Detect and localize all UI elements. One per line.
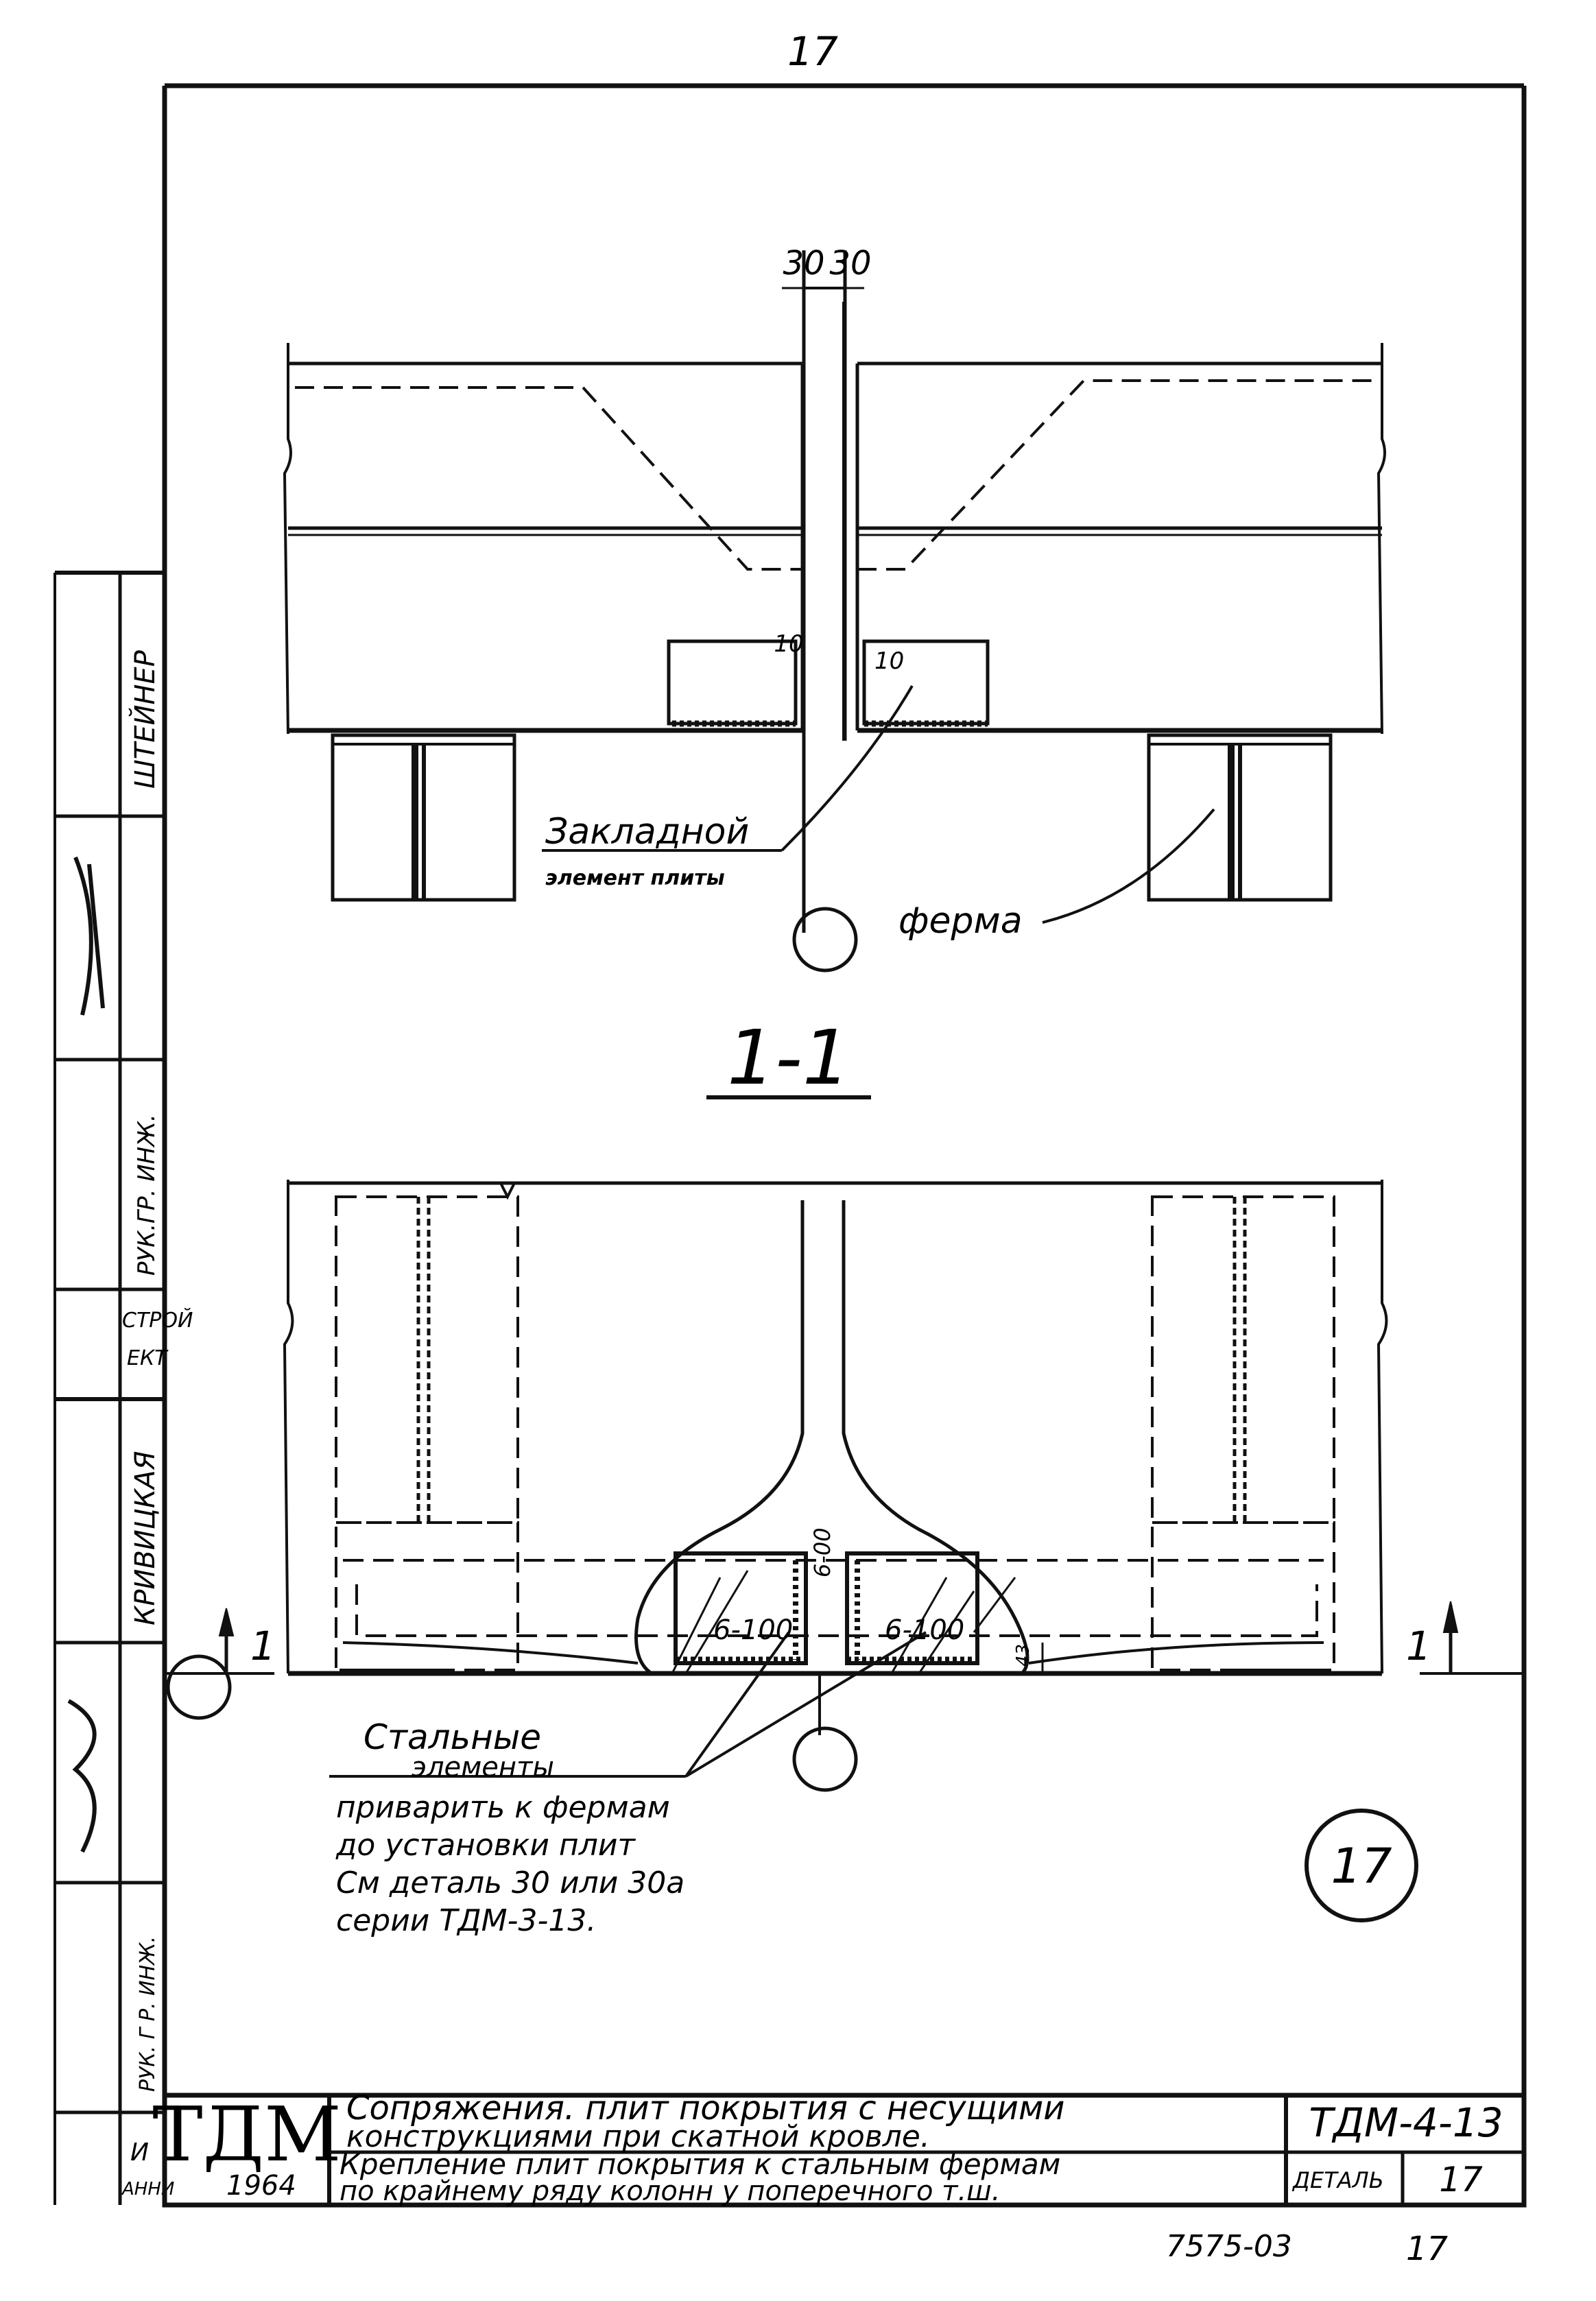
plan-view: [165, 1180, 1523, 1792]
svg-text:1-1: 1-1: [727, 1014, 850, 1101]
title-block: [162, 2093, 1527, 2208]
subtitle-line-1: Крепление плит покрытия к стальным ферма…: [340, 2147, 1060, 2181]
small-dim: 43: [1013, 1644, 1034, 1667]
stamp-fragment-i: И: [130, 2138, 149, 2167]
svg-text:серии ТДМ-3-13.: серии ТДМ-3-13.: [336, 1903, 596, 1938]
svg-text:Стальные: Стальные: [364, 1717, 541, 1757]
svg-text:элементы: элементы: [412, 1752, 554, 1783]
svg-text:См деталь 30 или 30а: См деталь 30 или 30а: [336, 1865, 684, 1900]
weld-label-left: 6-100: [713, 1614, 793, 1646]
stamp-cell-stroy: СТРОЙ: [122, 1308, 193, 1333]
footer-page: 17: [1406, 2230, 1449, 2268]
svg-text:приварить к фермам: приварить к фермам: [336, 1790, 670, 1825]
embedded-element-label: Закладной: [545, 811, 749, 853]
steel-note: Стальные элементы приварить к фермам до …: [335, 1717, 684, 1938]
detail-number: 17: [1439, 2160, 1483, 2199]
title-year: 1964: [226, 2170, 296, 2202]
subtitle-line-2: по крайнему ряду колонн у поперечного т.…: [340, 2175, 1000, 2207]
embedded-element-sublabel: элемент плиты: [545, 866, 725, 890]
title-line-2: конструкциями при скатной кровле.: [346, 2119, 930, 2154]
footer-code: 7575-03: [1166, 2229, 1292, 2264]
svg-text:до установки плит: до установки плит: [335, 1828, 636, 1863]
gap-dim-left: 10: [774, 630, 803, 658]
detail-label: ДЕТАЛЬ: [1291, 2167, 1384, 2193]
stamp-cell-ekt: ЕКТ: [127, 1346, 169, 1370]
svg-text:17: 17: [1331, 1838, 1392, 1894]
gap-dim-right: 10: [874, 647, 904, 675]
stamp-cell-krivitskaya: КРИВИЦКАЯ: [130, 1451, 161, 1625]
dim-30-left: 30: [783, 244, 824, 283]
stamp-cell-steiner: ШТЕЙНЕР: [128, 649, 161, 789]
weld-label-right: 6-100: [885, 1614, 964, 1646]
dim-30-right: 30: [829, 244, 871, 283]
page-number-top: 17: [787, 28, 838, 75]
stamp-cell-role-2: РУК. Г Р. ИНЖ.: [136, 1936, 160, 2092]
title-line-1: Сопряжения. плит покрытия с несущими: [346, 2089, 1064, 2127]
vertical-dim: 6-00: [809, 1527, 835, 1577]
top-view: [283, 250, 1386, 973]
side-stamp: [53, 571, 165, 2205]
cut-mark-right: 1: [1406, 1623, 1431, 1669]
section-mark: 1-1: [706, 1014, 871, 1101]
stamp-cell-role-1: РУК.ГР. ИНЖ.: [133, 1114, 160, 1276]
detail-circle: 17: [1305, 1809, 1418, 1922]
tdm-logo: ТДМ: [152, 2090, 341, 2178]
doc-code: ТДМ-4-13: [1309, 2099, 1503, 2146]
cut-mark-left: 1: [250, 1623, 276, 1669]
truss-label: ферма: [898, 901, 1023, 942]
